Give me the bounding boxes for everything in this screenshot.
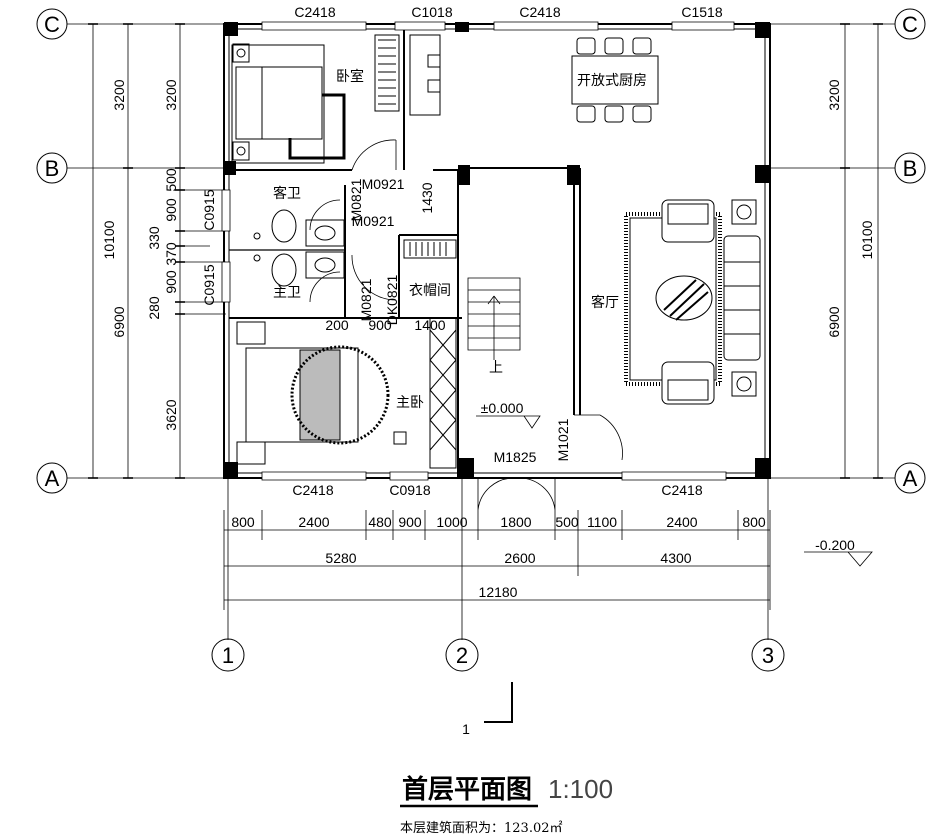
dim-10100: 10100 [101,220,117,259]
dim-label: 1430 [419,182,435,213]
dim-10100-right: 10100 [859,220,875,259]
dim-label: 5280 [325,550,356,566]
room-master-bath: 主卫 [273,285,301,301]
area-note: 本层建筑面积为：123.02㎡ [400,820,563,836]
bottom-dimension-labels: 800 2400 480 900 1000 1800 500 1100 2400… [231,514,766,600]
dim-label: 1800 [500,514,531,530]
section-mark [484,682,512,722]
closet-rack [404,240,456,258]
axis-b-right: B [903,156,918,181]
elevation-markers [476,416,872,566]
dim-500: 500 [163,168,179,192]
dim-330: 330 [146,226,162,250]
dim-6900-right: 6900 [826,306,842,337]
elevation-inside: ±0.000 [481,400,524,416]
dim-label: 2400 [298,514,329,530]
stair [468,278,520,360]
axis-1: 1 [222,643,234,668]
dim-label: 1000 [436,514,467,530]
door-label: M1021 [555,418,571,461]
axis-c-right: C [902,12,918,37]
dim-3200-inner: 3200 [163,79,179,110]
windows [222,22,734,480]
title: 首层平面图 [402,774,532,805]
dim-280: 280 [146,296,162,320]
right-dimensions [840,24,883,478]
door-label: M0821 [348,178,364,221]
window-label: C1018 [411,4,452,20]
dim-3620: 3620 [163,399,179,430]
window-c0915: C0915 [201,264,217,305]
room-master-bedroom: 主卧 [396,395,424,411]
door-label: M0921 [352,213,395,229]
room-living: 客厅 [591,294,619,311]
drawing-title: 首层平面图 1:100 本层建筑面积为：123.02㎡ [400,774,613,836]
master-bed [237,318,456,468]
room-kitchen: 开放式厨房 [577,73,647,89]
axis-a-right: A [903,466,918,491]
window-c0915: C0915 [201,189,217,230]
dim-label: 2400 [666,514,697,530]
dim-label: 900 [398,514,422,530]
dim-3200: 3200 [111,79,127,110]
dim-label: 800 [231,514,255,530]
doors [310,140,622,510]
axis-b-left: B [45,156,60,181]
dim-label: 480 [368,514,392,530]
dim-900: 900 [163,198,179,222]
dim-370: 370 [163,242,179,266]
dim-900-b: 900 [163,270,179,294]
dim-label: 900 [368,317,392,333]
window-label: C1518 [681,4,722,20]
dim-label: 1100 [587,514,617,530]
window-label: C0918 [389,482,430,498]
room-bedroom: 卧室 [336,68,364,85]
door-label: M0921 [362,176,405,192]
living-room-furniture [626,200,760,404]
axis-a-left: A [45,466,60,491]
section-number: 1 [462,721,470,737]
door-label: M0821 [358,278,374,321]
dim-label: 4300 [660,550,691,566]
axis-bubbles: C B A C B A 1 2 3 [37,9,925,671]
columns [224,22,770,478]
door-label: M1825 [494,449,537,465]
dim-label: 500 [555,514,579,530]
stair-up-label: 上 [489,360,503,376]
dim-label: 200 [325,317,349,333]
dim-total: 12180 [479,584,518,600]
elevation-outside: -0.200 [815,537,855,553]
window-label: C2418 [292,482,333,498]
scale: 1:100 [548,774,613,804]
window-label: C2418 [294,4,335,20]
dim-3200-right: 3200 [826,79,842,110]
dim-6900: 6900 [111,306,127,337]
dining-table [572,38,658,122]
opening-labels: C2418 C1018 C2418 C1518 C2418 C0918 M182… [292,4,722,498]
bottom-dimensions [224,510,770,610]
left-dimension-labels: 10100 3200 6900 3200 500 900 330 370 900… [101,79,217,430]
door-label: DK0821 [384,274,400,325]
left-dimensions [88,24,226,478]
axis-3: 3 [762,643,774,668]
dim-label: 2600 [504,550,535,566]
room-guest-bath: 客卫 [273,185,301,202]
dim-label: 800 [742,514,766,530]
room-closet: 衣帽间 [409,283,451,299]
dim-label: 1400 [414,317,445,333]
window-label: C2418 [661,482,702,498]
axis-c-left: C [44,12,60,37]
window-label: C2418 [519,4,560,20]
bed [232,44,344,163]
bathroom-fixtures [254,210,344,286]
right-dimension-labels: 3200 10100 6900 [826,79,875,337]
room-labels: 卧室 开放式厨房 客卫 主卫 衣帽间 客厅 主卧 ±0.000 -0.200 上… [273,68,855,737]
wardrobe [375,35,440,115]
axis-2: 2 [456,643,468,668]
